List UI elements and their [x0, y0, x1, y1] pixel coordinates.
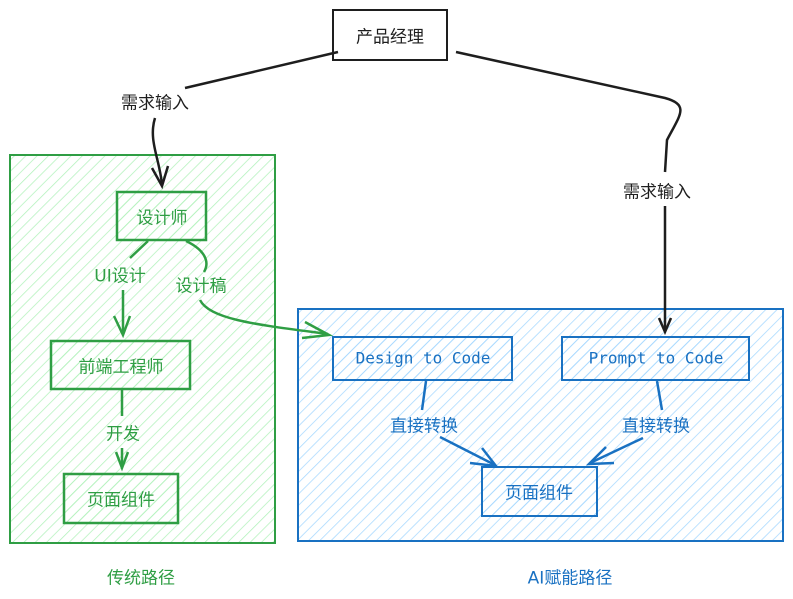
edge-design2code-to-page — [420, 380, 496, 467]
edge-pm-to-designer-arrowhead — [150, 165, 170, 190]
edge-pm-to-prompt — [455, 50, 682, 330]
frontend-engineer-node[interactable] — [49, 339, 192, 391]
edge-frontend-to-page-arrowhead — [114, 451, 130, 472]
page-component-traditional-label: 页面组件 — [87, 490, 155, 511]
ui-design-label: UI设计 — [94, 266, 146, 287]
frontend-engineer-label: 前端工程师 — [78, 357, 164, 378]
designer-label: 设计师 — [136, 208, 188, 229]
edge-designer-to-design2code — [185, 239, 329, 336]
edge-prompt2code-to-page — [589, 380, 664, 465]
develop-label: 开发 — [106, 424, 140, 445]
edge-designer-to-design2code-arrowhead — [301, 320, 334, 340]
page-component-ai-node[interactable] — [481, 466, 598, 517]
direct-convert-right-label: 直接转换 — [622, 416, 690, 437]
requirement-input-right-label: 需求输入 — [623, 182, 691, 203]
traditional-path-caption: 传统路径 — [107, 568, 175, 589]
ai-path-caption: AI赋能路径 — [527, 568, 613, 589]
requirement-input-left-label: 需求输入 — [121, 93, 189, 114]
edge-pm-to-prompt-arrowhead — [657, 317, 673, 336]
designer-node[interactable] — [115, 190, 208, 242]
edge-design2code-to-page-arrowhead — [469, 447, 499, 468]
edge-designer-to-frontend-arrowhead — [112, 315, 132, 339]
design-to-code-label: Design to Code — [355, 348, 491, 368]
edge-prompt2code-to-page-arrowhead — [585, 446, 615, 466]
product-manager-node[interactable] — [332, 9, 448, 61]
page-component-traditional-node[interactable] — [62, 472, 180, 525]
product-manager-label: 产品经理 — [356, 27, 424, 48]
prompt-to-code-node[interactable] — [561, 336, 750, 381]
design-to-code-node[interactable] — [332, 336, 513, 381]
prompt-to-code-label: Prompt to Code — [588, 348, 724, 368]
page-component-ai-label: 页面组件 — [505, 483, 573, 504]
edge-pm-to-designer — [151, 50, 339, 186]
edge-designer-to-frontend — [121, 240, 149, 334]
direct-convert-left-label: 直接转换 — [390, 416, 458, 437]
design-draft-label: 设计稿 — [175, 276, 227, 297]
